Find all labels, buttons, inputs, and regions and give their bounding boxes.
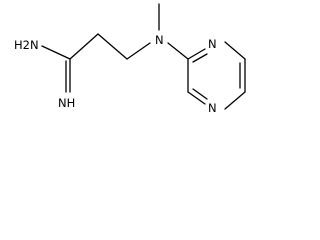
ring-bond-c2-n3 (187, 48, 206, 60)
bond-c2-c3 (97, 33, 128, 60)
molecule-structure: H2N NH N N N (14, 3, 246, 115)
atom-label-amine-n: N (155, 33, 164, 47)
bond-c1-c2 (69, 33, 99, 60)
ring-bond-n3-c4 (224, 41, 246, 60)
ring-double-c2-n3 (192, 53, 208, 63)
atom-label-ring-n-upper: N (208, 37, 217, 51)
atom-label-nh2: H2N (14, 38, 39, 52)
bond-c-nh2 (41, 45, 71, 60)
ring-bond-c5-c6 (224, 91, 246, 110)
bond-n-ring (167, 42, 189, 60)
ring-bond-c6-n1 (187, 91, 206, 105)
bond-c3-n (126, 42, 151, 60)
atom-label-ring-n-lower: N (208, 101, 217, 115)
atom-label-imine: NH (58, 96, 75, 110)
ring-double-c6-n1 (192, 88, 208, 100)
